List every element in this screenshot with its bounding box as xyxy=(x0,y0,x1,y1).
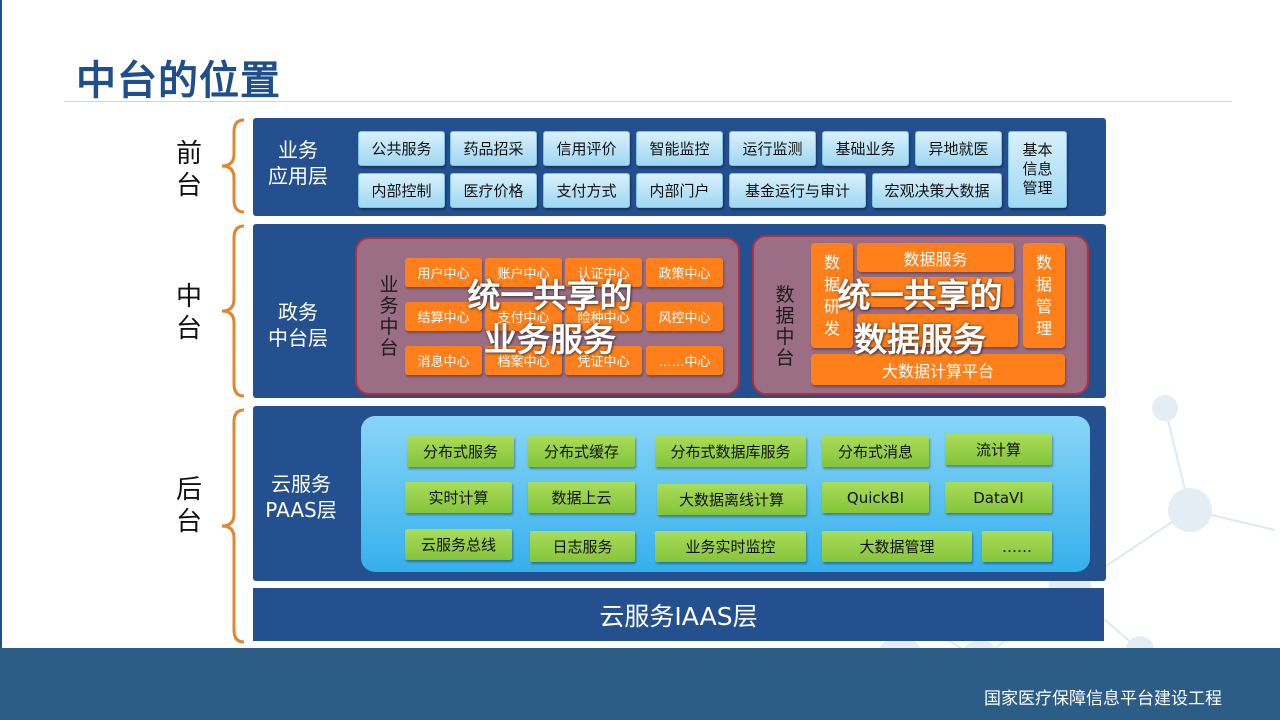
biz-item: 基金运行与审计 xyxy=(729,173,866,208)
business-center-item: ……中心 xyxy=(646,346,723,375)
paas-service-item: 大数据管理 xyxy=(822,531,972,562)
footer-bar xyxy=(0,648,1280,720)
biz-item: 公共服务 xyxy=(358,131,445,166)
biz-item: 支付方式 xyxy=(543,173,630,208)
unified-business-service-overlay: 统一共享的 业务服务 xyxy=(467,276,633,359)
front-brace-icon xyxy=(221,118,245,214)
paas-service-item: 实时计算 xyxy=(405,482,512,513)
paas-layer-label: 云服务 PAAS层 xyxy=(265,472,337,522)
paas-service-item: 分布式数据库服务 xyxy=(655,436,806,467)
footer-text: 国家医疗保障信息平台建设工程 xyxy=(984,689,1222,709)
paas-service-item: 业务实时监控 xyxy=(655,531,806,562)
paas-service-item: 数据上云 xyxy=(528,482,635,513)
paas-service-item: DataVI xyxy=(945,482,1052,513)
business-center-item: 用户中心 xyxy=(405,258,482,287)
title-divider xyxy=(64,101,1232,102)
business-center-item: 认证中心 xyxy=(565,258,642,287)
business-center-item: 凭证中心 xyxy=(565,346,642,375)
business-center-item: 险种中心 xyxy=(565,302,642,331)
biz-item: 内部门户 xyxy=(636,173,723,208)
biz-item: 医疗价格 xyxy=(450,173,537,208)
front-stage-label: 前 台 xyxy=(175,139,202,201)
paas-service-item: QuickBI xyxy=(822,482,929,513)
data-mid-item xyxy=(857,314,1018,347)
business-center-item: 政策中心 xyxy=(646,258,723,287)
business-center-item: 支付中心 xyxy=(485,302,562,331)
paas-service-item: 分布式服务 xyxy=(407,436,514,467)
biz-item: 内部控制 xyxy=(358,173,445,208)
business-platform-label: 业 务 中 台 xyxy=(379,274,399,359)
biz-item: 宏观决策大数据 xyxy=(872,173,1002,208)
middle-stage-label: 中 台 xyxy=(175,282,202,344)
business-center-item: 结算中心 xyxy=(405,302,482,331)
biz-item: 药品招采 xyxy=(450,131,537,166)
page-title: 中台的位置 xyxy=(76,58,281,104)
biz-item: 信用评价 xyxy=(543,131,630,166)
data-service-item: 数据服务 xyxy=(857,243,1014,272)
iaas-layer: 云服务IAAS层 xyxy=(253,588,1104,641)
business-center-item: 风控中心 xyxy=(646,302,723,331)
paas-service-item: 分布式消息 xyxy=(822,436,929,467)
data-platform-label: 数 据 中 台 xyxy=(775,284,795,369)
paas-service-item: 分布式缓存 xyxy=(528,436,635,467)
data-dev-item: 数 据 研 发 xyxy=(811,243,853,348)
business-layer-label: 业务 应用层 xyxy=(268,138,328,188)
biz-item-basic-info: 基本 信息 管理 xyxy=(1008,131,1067,208)
biz-item: 智能监控 xyxy=(636,131,723,166)
biz-item: 基础业务 xyxy=(822,131,909,166)
biz-item: 运行监测 xyxy=(729,131,816,166)
back-brace-icon xyxy=(221,408,245,644)
data-management-item: 数 据 管 理 xyxy=(1023,243,1065,348)
paas-service-item: …… xyxy=(982,531,1052,562)
paas-service-item: 大数据离线计算 xyxy=(657,484,806,515)
middle-layer-label: 政务 中台层 xyxy=(268,300,328,350)
left-edge-rule xyxy=(0,0,2,650)
data-service-bar xyxy=(857,277,1014,307)
big-data-compute-item: 大数据计算平台 xyxy=(811,354,1065,385)
middle-brace-icon xyxy=(221,224,245,398)
business-center-item: 档案中心 xyxy=(485,346,562,375)
back-stage-label: 后 台 xyxy=(175,475,202,537)
business-center-item: 消息中心 xyxy=(405,346,482,375)
paas-service-item: 流计算 xyxy=(945,434,1052,465)
paas-service-item: 云服务总线 xyxy=(405,529,512,560)
unified-data-service-overlay: 统一共享的 数据服务 xyxy=(837,276,1003,359)
paas-service-item: 日志服务 xyxy=(530,531,635,562)
biz-item: 异地就医 xyxy=(915,131,1002,166)
business-center-item: 账户中心 xyxy=(485,258,562,287)
